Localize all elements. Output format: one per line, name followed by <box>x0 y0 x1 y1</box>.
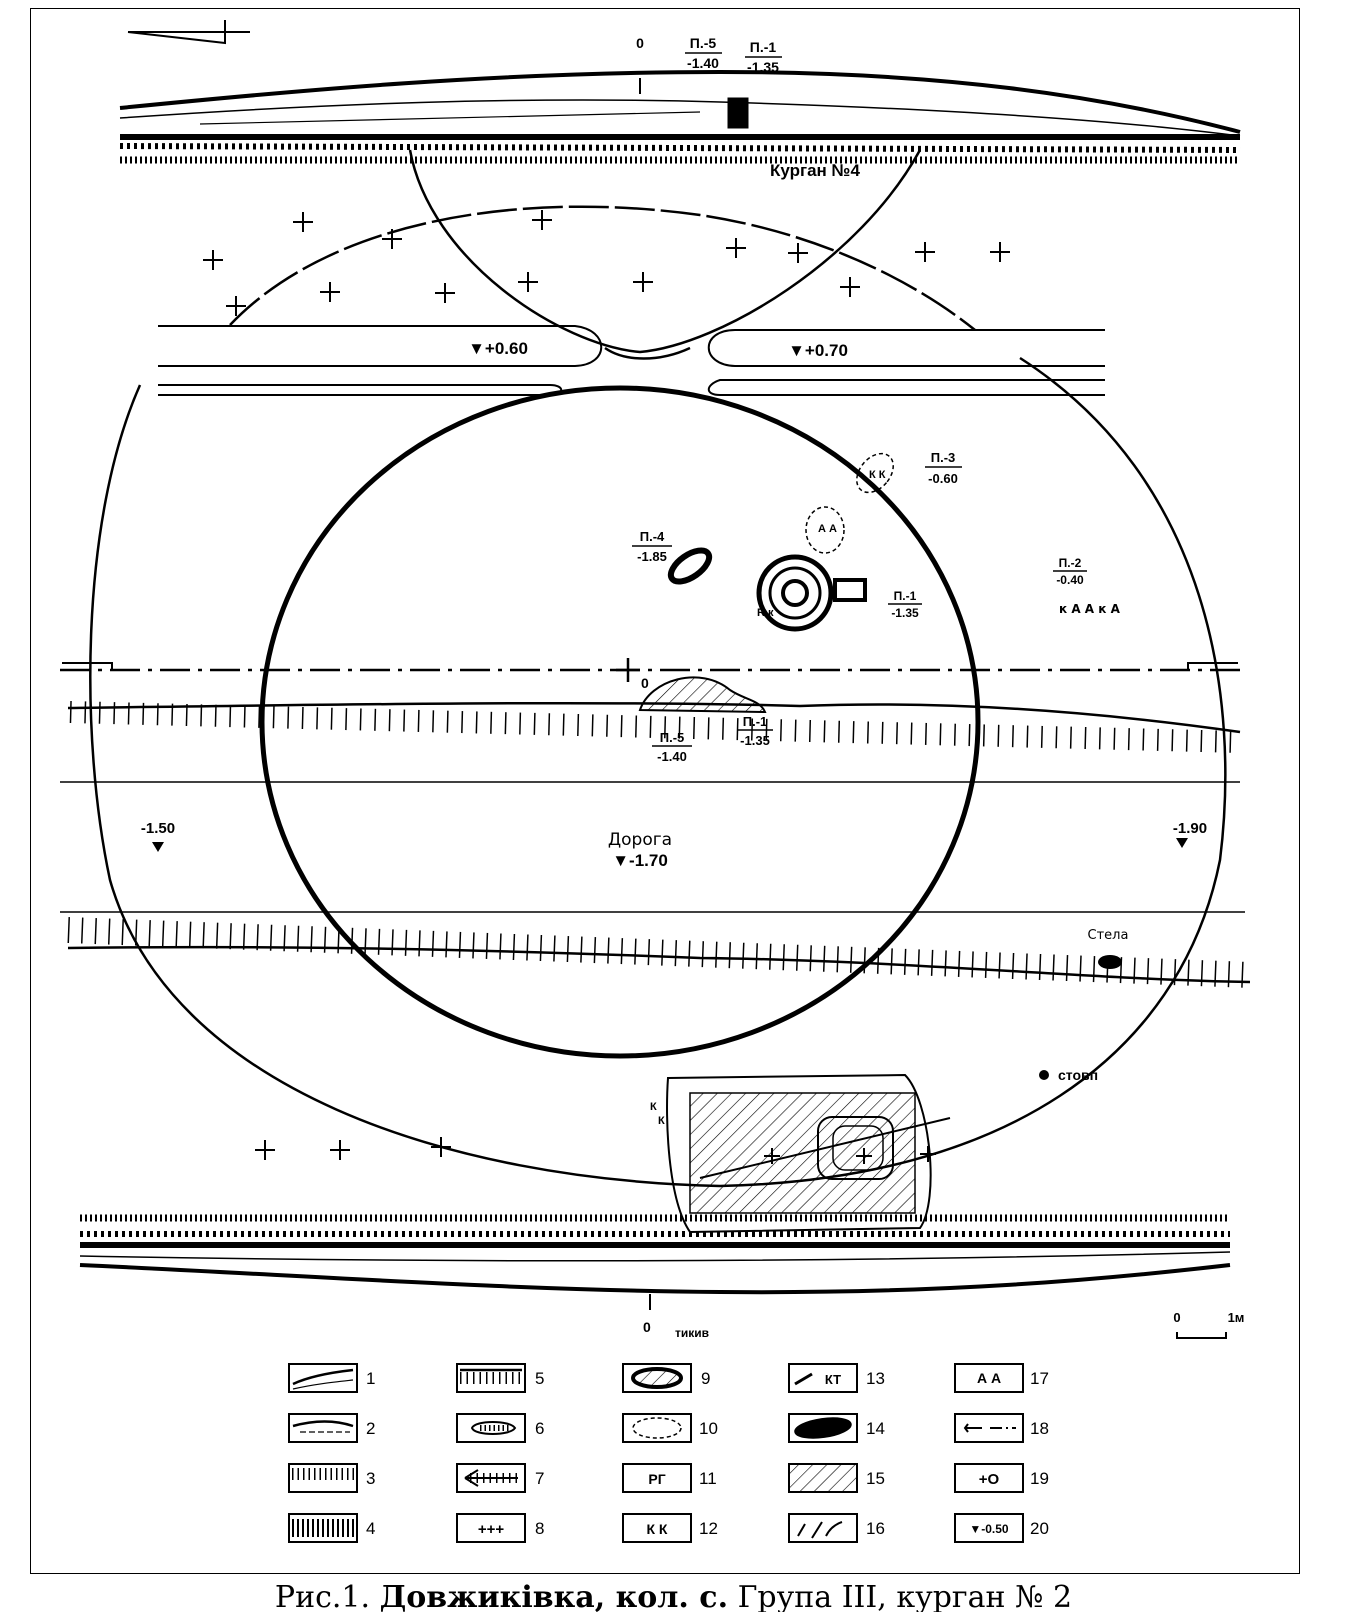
scale-zero: 0 <box>1173 1310 1180 1325</box>
stela-icon <box>1098 955 1122 969</box>
legend-num-9: 9 <box>701 1369 710 1388</box>
stela-label: Стела <box>1088 928 1129 943</box>
burial-label-4: П.-4 <box>640 529 665 544</box>
legend-13-symbol: КТ <box>825 1372 841 1387</box>
burial-label-3: П.-3 <box>931 450 956 465</box>
legend-num-1: 1 <box>366 1369 375 1388</box>
figure-frame <box>30 8 1300 1574</box>
legend-num-13: 13 <box>866 1369 885 1388</box>
marker-crosses <box>203 210 1010 1160</box>
center-zero-label: 0 <box>641 675 649 691</box>
central-axis <box>60 658 1240 682</box>
burial-pit-5: К К <box>856 452 894 494</box>
bottom-profile <box>79 1251 1231 1310</box>
legend-num-4: 4 <box>366 1519 375 1538</box>
burial-label-1-top: П.-1 <box>750 39 777 55</box>
burial-2-symbols: к А А к А <box>1059 602 1121 616</box>
right-edge-elevation: -1.90 <box>1173 820 1207 837</box>
legend-num-3: 3 <box>366 1469 375 1488</box>
burial-depth-1-central: -1.35 <box>891 606 919 620</box>
legend-num-7: 7 <box>535 1469 544 1488</box>
legend-20-symbol: ▼-0.50 <box>969 1522 1009 1536</box>
road-lower-edge <box>60 911 1251 988</box>
excavation-plan: 0 П.-5 -1.40 П.-1 -1.35 Курган №4 ▼+0.60… <box>60 20 1251 1543</box>
road-upper-edge <box>60 701 1241 783</box>
legend-num-18: 18 <box>1030 1419 1049 1438</box>
scale-bar: 0 1м <box>1173 1310 1245 1339</box>
outer-mound-boundary <box>89 356 1227 1188</box>
legend-19-symbol: +О <box>979 1471 1000 1488</box>
legend-8-symbol: +++ <box>478 1521 505 1538</box>
legend-labels: +++ РГ К К КТ А А +О ▼-0.50 1 2 3 4 5 6 … <box>366 1369 1049 1538</box>
burial-depth-1-top: -1.35 <box>747 59 779 75</box>
legend-num-19: 19 <box>1030 1469 1049 1488</box>
road-elevation: ▼-1.70 <box>612 851 668 870</box>
legend-num-17: 17 <box>1030 1369 1049 1388</box>
burial-depth-1: -1.35 <box>740 733 770 748</box>
top-profile <box>119 69 1241 137</box>
left-edge-marker-icon <box>152 842 164 852</box>
legend-num-2: 2 <box>366 1419 375 1438</box>
mound-4-boundary <box>408 149 922 354</box>
legend-num-10: 10 <box>699 1419 718 1438</box>
road-label: Дорога <box>608 830 672 850</box>
legend <box>288 1363 1024 1543</box>
burial-label-5: П.-5 <box>660 730 685 745</box>
legend-num-8: 8 <box>535 1519 544 1538</box>
trench-left-elevation: ▼+0.60 <box>468 339 528 358</box>
burial-label-2: П.-2 <box>1059 556 1082 570</box>
svg-text:К: К <box>650 1101 657 1113</box>
pole-label: стовп <box>1058 1067 1098 1083</box>
mound-4-label: Курган №4 <box>770 161 860 180</box>
inner-mound-circle <box>259 385 981 1059</box>
bottom-zero-label: 0 <box>643 1319 651 1335</box>
right-edge-marker-icon <box>1176 838 1188 848</box>
bottom-ditch-hatch <box>80 1214 1230 1248</box>
trench-right-elevation: ▼+0.70 <box>788 341 848 360</box>
legend-12-symbol: К К <box>647 1521 668 1537</box>
burial-depth-3: -0.60 <box>928 471 958 486</box>
legend-num-16: 16 <box>866 1519 885 1538</box>
scale-meter: 1м <box>1228 1310 1245 1325</box>
legend-num-5: 5 <box>535 1369 544 1388</box>
svg-text:К К: К К <box>869 469 886 481</box>
burial-label-5-top: П.-5 <box>690 35 717 51</box>
burial-depth-4: -1.85 <box>637 549 667 564</box>
legend-num-14: 14 <box>866 1419 885 1438</box>
caption-site: Довжиківка, кол. с. <box>379 1580 729 1612</box>
bottom-section-label: тикив <box>675 1326 709 1340</box>
burial-pit-5-section <box>638 676 767 714</box>
legend-num-11: 11 <box>699 1469 717 1488</box>
outer-mound-top <box>229 205 976 331</box>
left-edge-elevation: -1.50 <box>141 820 175 837</box>
top-ditch-hatch <box>119 134 1241 164</box>
central-grave: А А R к <box>756 506 867 632</box>
legend-num-12: 12 <box>699 1519 718 1538</box>
svg-text:К: К <box>658 1115 665 1127</box>
caption-prefix: Рис.1. <box>274 1580 371 1612</box>
burial-depth-5-top: -1.40 <box>687 55 719 71</box>
pole-icon <box>1039 1070 1049 1080</box>
figure-caption: Рис.1. Довжиківка, кол. с. Група III, ку… <box>0 1578 1347 1612</box>
burial-label-1-central: П.-1 <box>894 589 917 603</box>
svg-text:А А: А А <box>818 523 837 535</box>
caption-rest: Група III, курган № 2 <box>737 1580 1073 1612</box>
legend-num-6: 6 <box>535 1419 544 1438</box>
top-zero-label: 0 <box>636 35 644 51</box>
burial-depth-5: -1.40 <box>657 749 687 764</box>
burial-depth-2: -0.40 <box>1056 573 1084 587</box>
legend-17-symbol: А А <box>977 1370 1001 1386</box>
burial-label-1: П.-1 <box>743 714 768 729</box>
legend-num-20: 20 <box>1030 1519 1049 1538</box>
legend-num-15: 15 <box>866 1469 885 1488</box>
legend-11-symbol: РГ <box>648 1471 665 1487</box>
hatched-pit: К К <box>650 1073 951 1234</box>
north-arrow-icon <box>127 20 250 45</box>
burial-pit-4 <box>667 547 713 585</box>
trenches <box>158 325 1105 396</box>
svg-text:R к: R к <box>757 607 774 619</box>
